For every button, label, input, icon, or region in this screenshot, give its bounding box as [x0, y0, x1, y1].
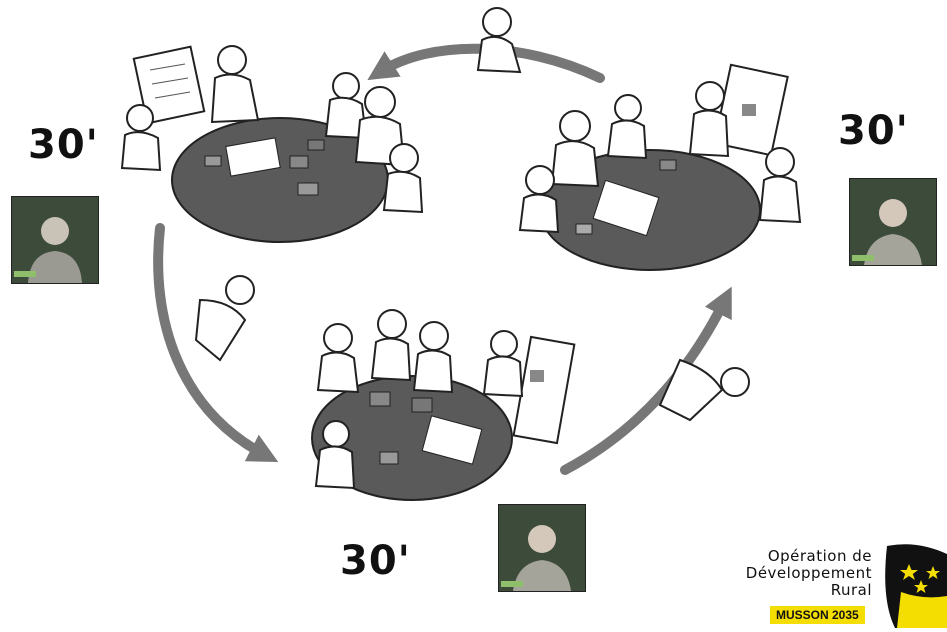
- table-group-top-right: [478, 8, 800, 270]
- org-line-2: Développement: [700, 565, 872, 582]
- timer-right: 30': [838, 108, 909, 154]
- org-line-3: Rural: [700, 582, 872, 599]
- odr-logo-icon: [877, 540, 947, 628]
- badge-icon: [14, 271, 36, 277]
- organization-name: Opération de Développement Rural: [700, 548, 872, 599]
- facilitator-photo-left: [11, 196, 99, 284]
- timer-bottom: 30': [340, 538, 411, 584]
- facilitator-photo-right: [849, 178, 937, 266]
- badge-icon: [852, 255, 874, 261]
- program-badge: MUSSON 2035: [770, 606, 865, 624]
- facilitator-photo-bottom: [498, 504, 586, 592]
- timer-left: 30': [28, 122, 99, 168]
- org-line-1: Opération de: [700, 548, 872, 565]
- badge-icon: [501, 581, 523, 587]
